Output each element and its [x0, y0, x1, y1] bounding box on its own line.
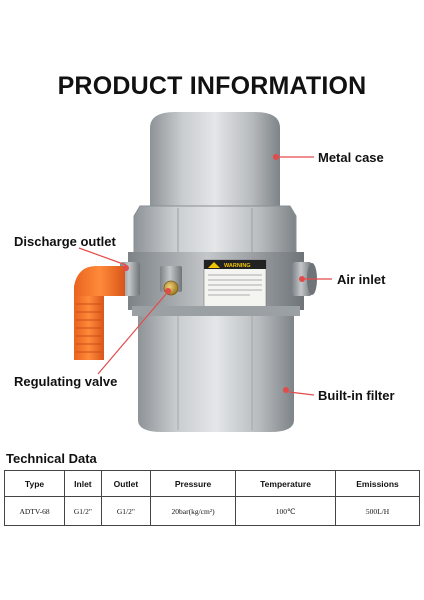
table-header-row: Type Inlet Outlet Pressure Temperature E… — [3, 470, 420, 497]
cell-type: ADTV-68 — [3, 496, 66, 526]
cell-pressure: 20bar(kg/cm²) — [150, 496, 237, 526]
callout-dot-metal-case — [273, 154, 279, 160]
callout-air-inlet: Air inlet — [337, 272, 386, 287]
column-header-inlet: Inlet — [64, 470, 102, 497]
callout-metal-case: Metal case — [318, 150, 384, 165]
callout-discharge-outlet: Discharge outlet — [14, 234, 116, 249]
column-header-temperature: Temperature — [235, 470, 337, 497]
cell-emissions: 500L/H — [335, 496, 420, 526]
page-title: PRODUCT INFORMATION — [57, 72, 367, 100]
callout-dot-built-in-filter — [283, 387, 289, 393]
callout-built-in-filter: Built-in filter — [318, 388, 395, 403]
cell-temperature: 100℃ — [235, 496, 337, 526]
callout-regulating-valve: Regulating valve — [14, 374, 118, 389]
technical-data-heading: Technical Data — [6, 451, 97, 466]
column-header-type: Type — [3, 470, 66, 497]
callout-dot-air-inlet — [299, 276, 305, 282]
metal-cap — [150, 112, 280, 150]
filter-bowl — [138, 316, 294, 432]
table-row: ADTV-68 G1/2" G1/2" 20bar(kg/cm²) 100℃ 5… — [3, 496, 420, 526]
callout-dot-regulating-valve — [165, 288, 171, 294]
cell-inlet: G1/2" — [64, 496, 102, 526]
column-header-emissions: Emissions — [335, 470, 420, 497]
callout-dot-discharge-outlet — [123, 265, 129, 271]
technical-data-table: Type Inlet Outlet Pressure Temperature E… — [3, 470, 420, 526]
column-header-outlet: Outlet — [100, 470, 152, 497]
drain-valve-image: WARNING — [74, 112, 332, 432]
warning-label-heading: WARNING — [224, 263, 251, 269]
column-header-pressure: Pressure — [150, 470, 237, 497]
cell-outlet: G1/2" — [100, 496, 152, 526]
